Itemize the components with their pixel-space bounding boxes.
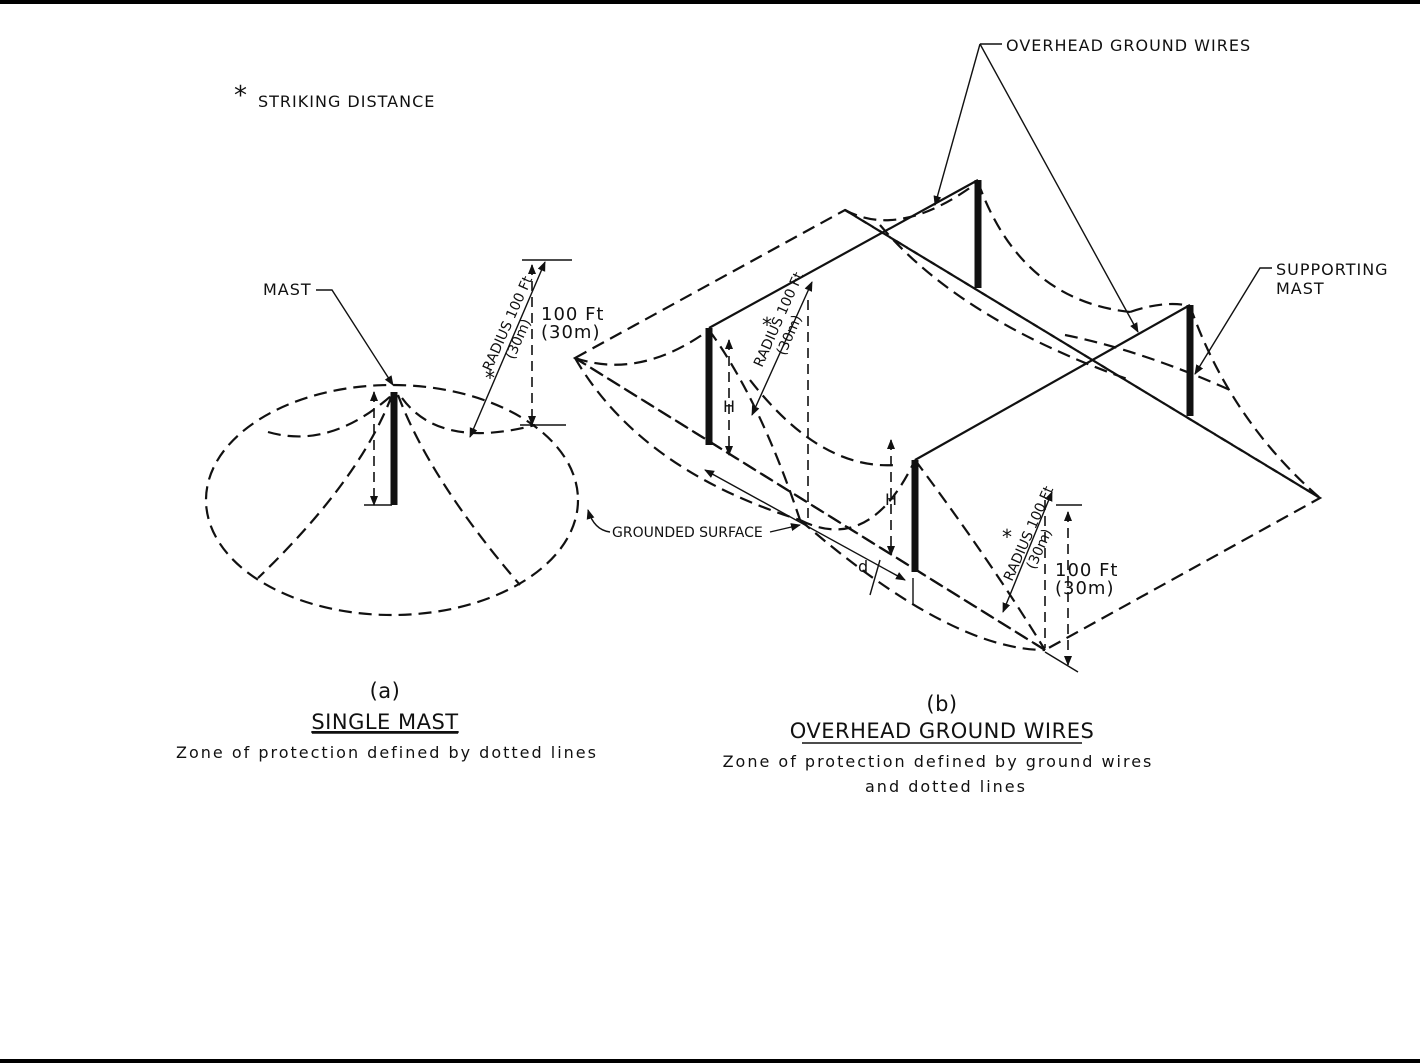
zone-arc-front-mast-right: [749, 379, 896, 467]
d-dimension-tick: [869, 559, 881, 596]
asterisk-symbol: *: [234, 81, 247, 111]
ow-leader-right: [979, 43, 1139, 333]
ow-leader-left: [933, 43, 981, 206]
d-label: d: [858, 557, 869, 576]
caption-title-a: SINGLE MAST: [311, 710, 458, 734]
striking-distance-label: STRIKING DISTANCE: [258, 92, 435, 111]
overhead-ground-wire-2: [914, 304, 1191, 461]
height-100ft-label-a: 100 Ft: [541, 304, 605, 325]
zone-arc-back-right: [976, 181, 1131, 314]
radius-arrow-b2: [1002, 491, 1053, 613]
asterisk-radius-b1: *: [762, 313, 772, 337]
mast-label: MAST: [263, 280, 312, 299]
ground-back-edge: [844, 209, 1321, 499]
grounded-surface-leader-b: [769, 523, 801, 533]
caption-letter-b: (b): [926, 692, 957, 716]
zone-arc-right: [401, 397, 536, 435]
zone-arc-left: [267, 394, 393, 438]
radius-arrow-b1: [751, 281, 813, 416]
height-metric-label-b: (30m): [1055, 578, 1114, 599]
grounded-surface-label: GROUNDED SURFACE: [612, 525, 763, 541]
zone-cone-left: [257, 394, 394, 579]
overhead-wires-label: OVERHEAD GROUND WIRES: [1006, 36, 1251, 55]
zone-arc-right-side: [1188, 305, 1321, 499]
overhead-ground-wire-1: [708, 179, 979, 329]
caption-text-b-line1: Zone of protection defined by ground wir…: [723, 752, 1154, 771]
asterisk-radius-a: *: [485, 366, 495, 390]
top-border: [0, 0, 1420, 4]
caption-title-b: OVERHEAD GROUND WIRES: [790, 719, 1095, 743]
grounded-surface-leader-a: [586, 509, 611, 533]
supporting-mast-leader: [1194, 267, 1272, 375]
legend: * STRIKING DISTANCE: [234, 81, 435, 111]
caption-text-b-line2: and dotted lines: [865, 777, 1027, 796]
supporting-mast-label-2: MAST: [1276, 279, 1325, 298]
ground-diagonal: [574, 357, 1046, 651]
height-100ft-label-b: 100 Ft: [1055, 560, 1119, 581]
zone-arc-mast2-down: [914, 459, 1046, 651]
h-label-b1: H: [723, 397, 736, 416]
protection-zone-ellipse: [204, 383, 580, 617]
asterisk-radius-b2: *: [1002, 525, 1012, 549]
figure-b-overhead-wires: OVERHEAD GROUND WIRES SUPPORTING MAST H …: [572, 36, 1389, 796]
height-metric-label-a: (30m): [541, 322, 600, 343]
zone-arc-back-left: [844, 181, 979, 222]
mast-leader: [316, 289, 394, 386]
h-label-b2: H: [885, 490, 898, 509]
zone-cone-right: [396, 394, 521, 586]
bottom-border: [0, 1059, 1420, 1063]
caption-letter-a: (a): [370, 679, 401, 703]
supporting-mast-label-1: SUPPORTING: [1276, 260, 1389, 279]
d-dimension-arrow: [704, 469, 906, 581]
zone-arc-front-mast-left: [574, 329, 710, 366]
caption-text-a: Zone of protection defined by dotted lin…: [176, 743, 598, 762]
zone-arc-back-right2: [1129, 302, 1191, 314]
height-bottom-tick-b: [1044, 651, 1079, 673]
zone-arc-middle: [1064, 333, 1231, 392]
